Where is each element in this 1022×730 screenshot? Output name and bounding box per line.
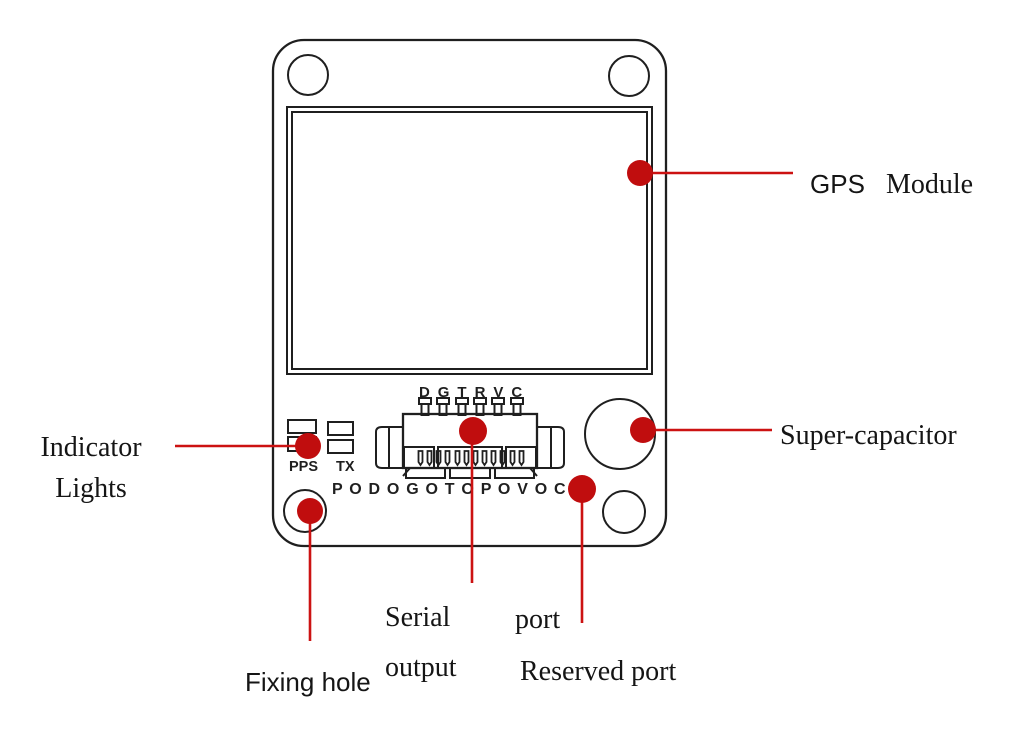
connector-contact-prongs [417,450,525,467]
serial-connector: D G T R V C [332,384,567,498]
fixing-hole-bottom-left [283,489,327,533]
callout-dot-super-capacitor [630,417,656,443]
connector-feet [402,467,538,479]
callout-dot-indicator-lights [295,433,321,459]
callout-labels: Indicator Lights GPS Module Super-capaci… [40,169,973,697]
led-tx-pad-bottom [327,439,354,454]
silkscreen-top-pin-labels: D G T R V C [419,384,524,401]
label-module: Module [886,169,973,200]
label-serial: Serial [385,602,451,633]
callout-markers [175,160,793,641]
label-super-capacitor: Super-capacitor [780,420,957,451]
silkscreen-bottom-pad-labels: P O D O G O T O P O V O C [332,481,567,498]
label-indicator-lights-line1: Indicator [40,432,142,463]
callout-dot-serial-port [459,417,487,445]
callout-dot-reserved-port [568,475,596,503]
mounting-hole-top-left [287,54,329,96]
mounting-hole-bottom-right [602,490,646,534]
connector-slot-frames [403,446,537,469]
label-reserved-port: Reserved port [520,656,677,687]
label-gps: GPS [810,169,865,199]
silkscreen-tx-label: TX [336,459,355,475]
callout-dot-fixing-hole [297,498,323,524]
label-port: port [515,604,560,635]
label-output: output [385,652,457,683]
antenna-module-inner [291,111,648,370]
led-pps-pad-top [287,419,317,434]
callout-dot-gps-module [627,160,653,186]
antenna-module-outer [286,106,653,375]
label-fixing-hole: Fixing hole [245,667,371,697]
silkscreen-pps-label: PPS [289,459,318,475]
mounting-hole-top-right [608,55,650,97]
pcb-board: PPS TX D G T R V C [271,38,668,548]
board-outline [271,38,668,548]
led-tx-pad-top [327,421,354,436]
label-indicator-lights-line2: Lights [55,473,127,504]
